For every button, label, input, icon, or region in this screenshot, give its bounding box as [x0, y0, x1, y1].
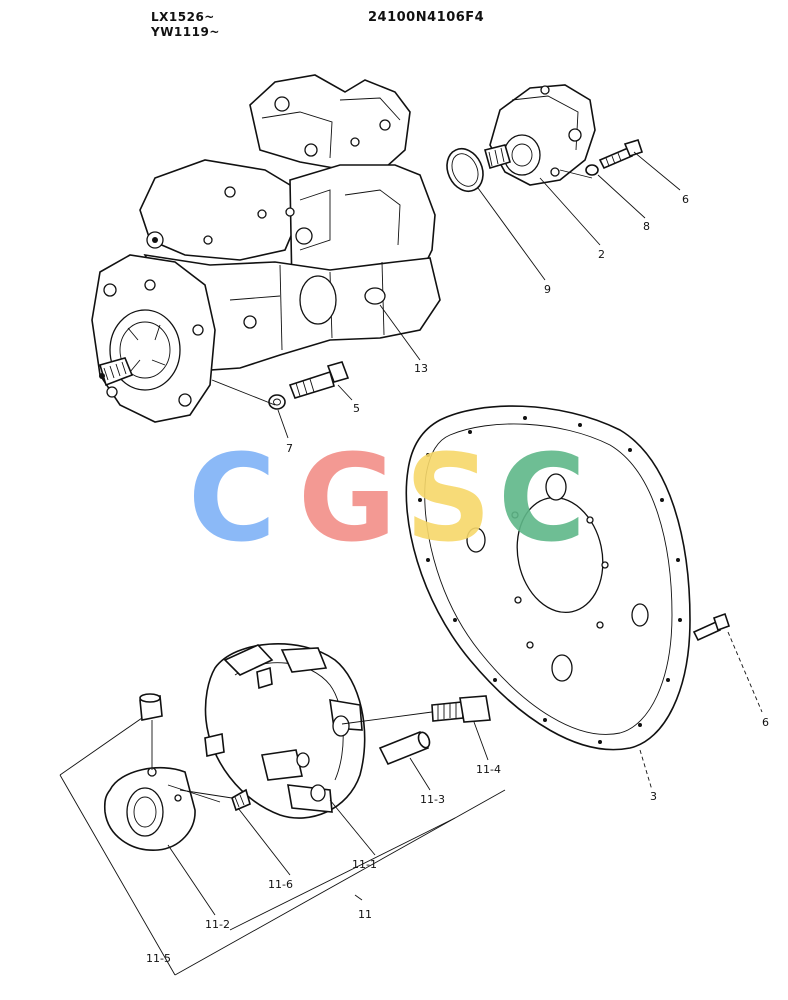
- watermark: C G S C: [188, 430, 586, 569]
- flywheel-plate: [405, 405, 691, 751]
- set-screw-11-6: [231, 788, 251, 812]
- bolt-6-upper: [598, 139, 644, 170]
- callout-2: 2: [598, 248, 605, 261]
- callout-9: 9: [544, 283, 551, 296]
- callout-6-upper: 6: [682, 193, 689, 206]
- callout-5: 5: [353, 402, 360, 415]
- pin-11-3: [378, 730, 431, 766]
- washer-7: [268, 394, 286, 410]
- callout-11-4: 11-4: [476, 763, 501, 776]
- callout-labels: 2 3 5 6 6 7 8 9 11 11-1 11-2 11-3 11-4 1…: [146, 193, 769, 965]
- bolt-11-4: [431, 695, 491, 723]
- main-pump: [91, 74, 441, 423]
- callout-11-3: 11-3: [420, 793, 445, 806]
- coupling-element: [204, 643, 366, 819]
- watermark-letter-1: C: [188, 430, 276, 569]
- callout-6-right: 6: [762, 716, 769, 729]
- leader-lines: [59, 151, 763, 976]
- callout-7: 7: [286, 442, 293, 455]
- o-ring: [446, 148, 484, 192]
- part-number: 24100N4106F4: [368, 10, 485, 25]
- coupling-hub: [103, 766, 196, 851]
- bolt-5: [288, 361, 350, 399]
- callout-13: 13: [414, 362, 428, 375]
- serial-line-2: YW1119~: [151, 25, 220, 39]
- gear-pump: [484, 84, 596, 186]
- callout-11-5: 11-5: [146, 952, 171, 965]
- set-screw-11-5: [139, 693, 163, 721]
- watermark-letter-2: G: [298, 430, 397, 569]
- callout-11: 11: [358, 908, 372, 921]
- callout-11-2: 11-2: [205, 918, 230, 931]
- washer-8: [585, 164, 599, 176]
- callout-11-1: 11-1: [352, 858, 377, 871]
- watermark-letter-4: C: [498, 430, 586, 569]
- callout-11-6: 11-6: [268, 878, 293, 891]
- callout-3: 3: [650, 790, 657, 803]
- bolt-6-right: [692, 612, 731, 642]
- serial-line-1: LX1526~: [151, 10, 215, 24]
- watermark-letter-3: S: [405, 430, 491, 569]
- callout-8: 8: [643, 220, 650, 233]
